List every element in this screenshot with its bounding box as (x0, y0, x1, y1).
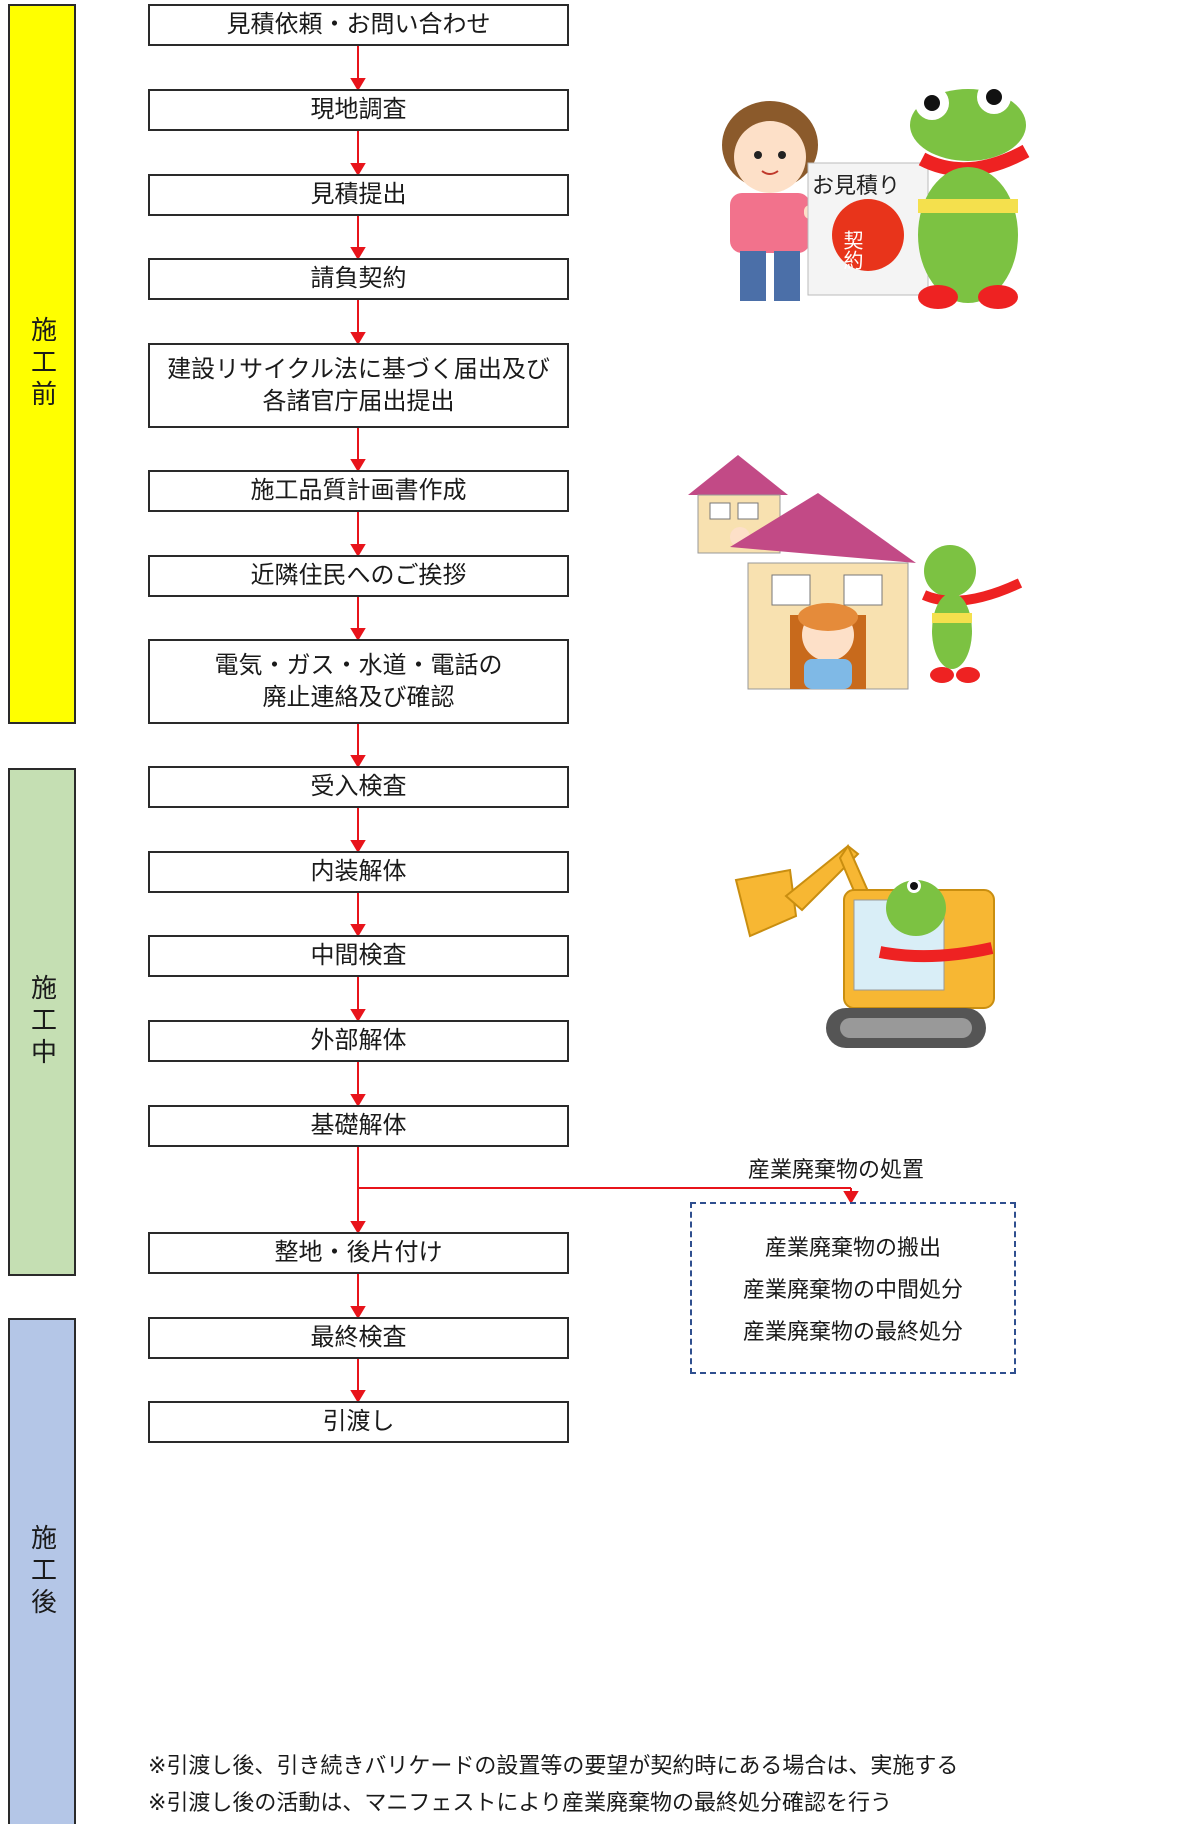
flow-arrow-head (350, 332, 366, 345)
step-box: 中間検査 (148, 935, 569, 977)
step-box: 現地調査 (148, 89, 569, 131)
step-box: 近隣住民へのご挨拶 (148, 555, 569, 597)
sign-text: お見積り (812, 174, 900, 199)
waste-handling-box: 産業廃棄物の搬出 産業廃棄物の中間処分 産業廃棄物の最終処分 (690, 1202, 1016, 1374)
flow-arrow-head (350, 1306, 366, 1319)
step-box: 見積依頼・お問い合わせ (148, 4, 569, 46)
flow-arrow-head (350, 163, 366, 176)
step-box: 基礎解体 (148, 1105, 569, 1147)
footnote: ※引渡し後の活動は、マニフェストにより産業廃棄物の最終処分確認を行う (148, 1791, 892, 1816)
flow-arrow-head (350, 840, 366, 853)
contract-illustration: お見積り 契約 (722, 85, 1030, 309)
flow-arrow-head (350, 755, 366, 768)
waste-item: 産業廃棄物の中間処分 (742, 1278, 963, 1303)
step-box: 建設リサイクル法に基づく届出及び 各諸官庁届出提出 (148, 343, 569, 428)
excavator-illustration (734, 843, 995, 1048)
step-box: 見積提出 (148, 174, 569, 216)
phase-label: 施工前 (26, 316, 57, 412)
phase-after-construction: 施工後 (8, 1318, 76, 1824)
phase-before-construction: 施工前 (8, 4, 76, 724)
footnote: ※引渡し後、引き続きバリケードの設置等の要望が契約時にある場合は、実施する (148, 1754, 959, 1779)
flow-arrow-head (350, 459, 366, 472)
waste-item: 産業廃棄物の搬出 (764, 1236, 941, 1261)
flow-arrow-head (350, 247, 366, 260)
phase-label: 施工後 (26, 1524, 57, 1620)
flow-arrow-head (350, 1094, 366, 1107)
waste-item: 産業廃棄物の最終処分 (742, 1320, 963, 1345)
step-box: 電気・ガス・水道・電話の 廃止連絡及び確認 (148, 639, 569, 724)
step-box: 受入検査 (148, 766, 569, 808)
flow-arrow-head (350, 1009, 366, 1022)
neighbors-illustration (688, 455, 1023, 690)
flow-arrow-head (350, 1390, 366, 1403)
waste-branch-title: 産業廃棄物の処置 (748, 1158, 925, 1183)
step-box: 施工品質計画書作成 (148, 470, 569, 512)
flow-arrow-head (350, 78, 366, 91)
phase-label: 施工中 (26, 974, 57, 1070)
flow-arrow-head (350, 924, 366, 937)
step-box: 内装解体 (148, 851, 569, 893)
flow-arrow-head (350, 1221, 366, 1234)
flow-arrow-head (350, 628, 366, 641)
phase-during-construction: 施工中 (8, 768, 76, 1276)
step-box: 請負契約 (148, 258, 569, 300)
step-box: 最終検査 (148, 1317, 569, 1359)
waste-branch-arrow-head (843, 1191, 859, 1204)
step-box: 引渡し (148, 1401, 569, 1443)
step-box: 整地・後片付け (148, 1232, 569, 1274)
flow-arrow-head (350, 544, 366, 557)
step-box: 外部解体 (148, 1020, 569, 1062)
stamp-text: 契約 (840, 230, 864, 270)
